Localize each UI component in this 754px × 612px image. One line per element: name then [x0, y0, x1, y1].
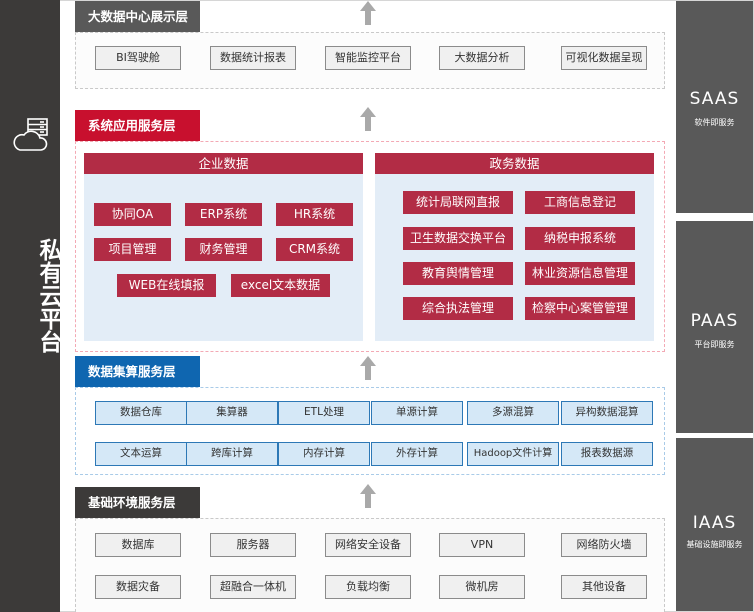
saas-title: SAAS: [689, 89, 740, 109]
display-item: 数据统计报表: [210, 46, 296, 70]
arrow-up-icon: [360, 356, 376, 380]
government-item: 检察中心案管管理: [525, 297, 635, 320]
private-cloud-title: 私有云平台: [35, 238, 61, 353]
enterprise-item: excel文本数据: [231, 274, 330, 297]
compute-item: 单源计算: [371, 401, 463, 425]
enterprise-item: HR系统: [276, 203, 353, 226]
infrastructure-layer-title: 基础环境服务层: [75, 487, 200, 518]
paas-panel: PAAS 平台即服务: [676, 221, 753, 433]
cloud-server-icon: [13, 118, 48, 151]
government-item: 教育舆情管理: [403, 262, 513, 285]
display-item: 可视化数据呈现: [561, 46, 647, 70]
infrastructure-item: 超融合一体机: [210, 575, 296, 599]
enterprise-item: ERP系统: [185, 203, 262, 226]
display-item: 大数据分析: [439, 46, 525, 70]
iaas-subtitle: 基础设施即服务: [686, 540, 743, 549]
arrow-up-icon: [360, 484, 376, 508]
arrow-up-icon: [360, 107, 376, 131]
compute-item: 多源混算: [467, 401, 559, 425]
compute-item: 跨库计算: [186, 442, 278, 466]
compute-item: Hadoop文件计算: [467, 442, 559, 466]
saas-panel: SAAS 软件即服务: [676, 1, 753, 213]
compute-item: 文本运算: [95, 442, 187, 466]
infrastructure-item: 微机房: [439, 575, 525, 599]
compute-item: 异构数据混算: [561, 401, 653, 425]
application-layer-title: 系统应用服务层: [75, 110, 200, 141]
infrastructure-item: VPN: [439, 533, 525, 557]
display-item: BI驾驶舱: [95, 46, 181, 70]
saas-subtitle: 软件即服务: [694, 118, 735, 127]
government-item: 工商信息登记: [525, 191, 635, 214]
government-data-title: 政务数据: [375, 153, 654, 174]
compute-item: ETL处理: [278, 401, 370, 425]
compute-layer-title: 数据集算服务层: [75, 356, 200, 387]
government-item: 卫生数据交换平台: [403, 227, 513, 250]
infrastructure-item: 数据灾备: [95, 575, 181, 599]
enterprise-item: 项目管理: [94, 238, 171, 261]
paas-title: PAAS: [690, 311, 739, 331]
display-item: 智能监控平台: [325, 46, 411, 70]
infrastructure-item: 网络防火墙: [561, 533, 647, 557]
government-item: 林业资源信息管理: [525, 262, 635, 285]
enterprise-item: CRM系统: [276, 238, 353, 261]
enterprise-item: WEB在线填报: [117, 274, 216, 297]
display-layer-title: 大数据中心展示层: [75, 1, 200, 32]
government-item: 综合执法管理: [403, 297, 513, 320]
infrastructure-item: 数据库: [95, 533, 181, 557]
infrastructure-item: 网络安全设备: [325, 533, 411, 557]
infrastructure-item: 其他设备: [561, 575, 647, 599]
infrastructure-item: 服务器: [210, 533, 296, 557]
iaas-panel: IAAS 基础设施即服务: [676, 438, 753, 611]
government-item: 纳税申报系统: [525, 227, 635, 250]
compute-item: 内存计算: [278, 442, 370, 466]
infrastructure-item: 负载均衡: [325, 575, 411, 599]
enterprise-data-title: 企业数据: [84, 153, 363, 174]
compute-item: 集算器: [186, 401, 278, 425]
arrow-up-icon: [360, 1, 376, 25]
private-cloud-panel: 私有云平台: [0, 0, 61, 612]
enterprise-item: 财务管理: [185, 238, 262, 261]
compute-item: 外存计算: [371, 442, 463, 466]
government-item: 统计局联网直报: [403, 191, 513, 214]
compute-item: 数据仓库: [95, 401, 187, 425]
paas-subtitle: 平台即服务: [694, 340, 735, 349]
iaas-title: IAAS: [692, 513, 737, 533]
enterprise-item: 协同OA: [94, 203, 171, 226]
compute-item: 报表数据源: [561, 442, 653, 466]
